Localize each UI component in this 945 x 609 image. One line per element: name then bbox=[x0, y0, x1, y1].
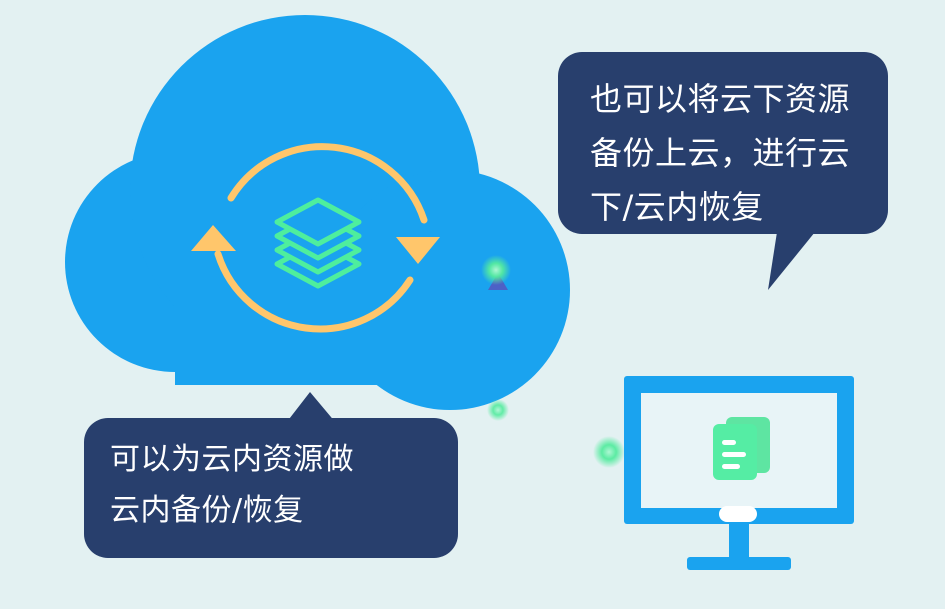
speech-bubble-cloud-restore bbox=[558, 52, 888, 290]
cloud-restore-callout-text: 也可以将云下资源 备份上云，进行云 下/云内恢复 bbox=[590, 80, 851, 226]
cycle-arrow-down-icon bbox=[396, 237, 440, 264]
speech-bubble-in-cloud-backup bbox=[84, 392, 458, 558]
sync-cycle-icon bbox=[214, 143, 428, 333]
documents-icon bbox=[713, 417, 770, 480]
glow-point-bottom bbox=[593, 436, 625, 468]
cycle-arrow-up-icon bbox=[191, 225, 236, 251]
layers-stack-icon bbox=[274, 197, 362, 289]
glow-point-middle bbox=[487, 399, 509, 421]
glow-point-top bbox=[481, 255, 511, 285]
in-cloud-backup-callout-text: 可以为云内资源做 云内备份/恢复 bbox=[110, 442, 354, 528]
